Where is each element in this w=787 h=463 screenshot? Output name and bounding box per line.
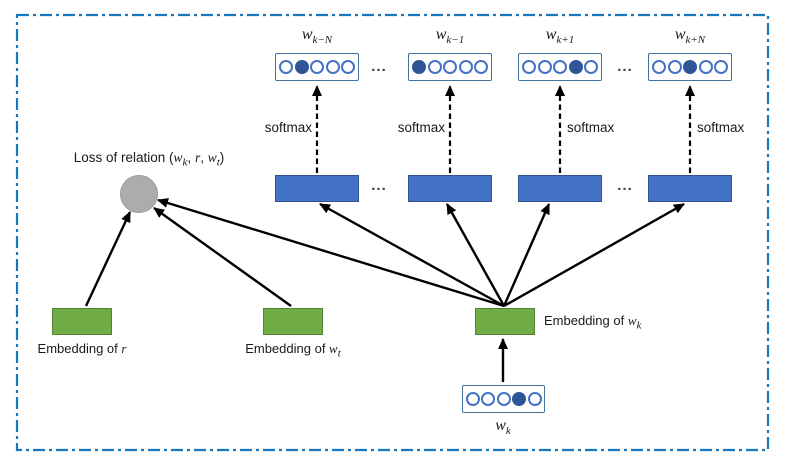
vector-cell [427,60,442,74]
vector-cell-filled [294,60,309,74]
output-vector-3 [518,53,602,81]
vector-cell [537,60,552,74]
arrow-wk-to-projection-1 [319,202,505,308]
softmax-label-4: softmax [697,120,745,135]
embedding-wk-box [475,308,535,335]
vector-cell-filled [412,60,426,74]
arrow-wk-to-projection-4 [503,202,685,308]
softmax-label-2: softmax [397,120,445,135]
vector-cell-filled [512,392,526,406]
vector-cell [481,392,495,406]
input-word-label: wk [495,417,511,438]
vector-cell [527,392,542,406]
projection-box-2 [408,175,492,202]
embedding-wt-label: Embedding of wt [245,341,341,360]
embedding-r-label: Embedding of r [37,341,127,356]
vector-cell [443,60,457,74]
vector-cell [310,60,324,74]
arrow-wk-to-projection-2 [445,203,506,307]
context-word-label-1: wk−N [301,26,333,47]
projection-box-3 [518,175,602,202]
output-vector-2 [408,53,492,81]
vector-cell [496,392,511,406]
vector-cell-filled [568,60,583,74]
context-word-label-3: wk+1 [545,26,575,47]
loss-node [120,175,158,213]
output-vector-4 [648,53,732,81]
context-word-label-4: wk+N [674,26,706,47]
vector-cell [698,60,713,74]
loss-label: Loss of relation (wk, r, wt) [73,150,225,169]
vector-cell [522,60,536,74]
vector-cell [667,60,682,74]
projection-box-4 [648,175,732,202]
ellipsis-hidden-right: ... [617,177,633,194]
context-word-label-2: wk−1 [435,26,465,47]
vector-cell [474,60,488,74]
embedding-wt-box [263,308,323,335]
output-vector-1 [275,53,359,81]
embedding-r-box [52,308,112,335]
vector-cell [553,60,567,74]
vector-cell [341,60,355,74]
arrow-wk-to-projection-3 [502,203,551,307]
ellipsis-output-right: ... [617,58,633,75]
arrow-embedding-r-to-loss [84,211,132,307]
vector-cell [458,60,473,74]
arrow-embedding-wt-to-loss [153,207,292,307]
ellipsis-output-left: ... [371,58,387,75]
projection-box-1 [275,175,359,202]
input-vector [462,385,545,413]
vector-cell [325,60,340,74]
vector-cell-filled [683,60,697,74]
vector-cell [652,60,666,74]
vector-cell [714,60,728,74]
softmax-label-3: softmax [567,120,615,135]
arrow-embedding-wk-to-loss [157,198,505,308]
softmax-label-1: softmax [264,120,312,135]
vector-cell [279,60,293,74]
ellipsis-hidden-left: ... [371,177,387,194]
vector-cell [584,60,598,74]
vector-cell [465,392,480,406]
embedding-wk-label: Embedding of wk [544,313,642,332]
